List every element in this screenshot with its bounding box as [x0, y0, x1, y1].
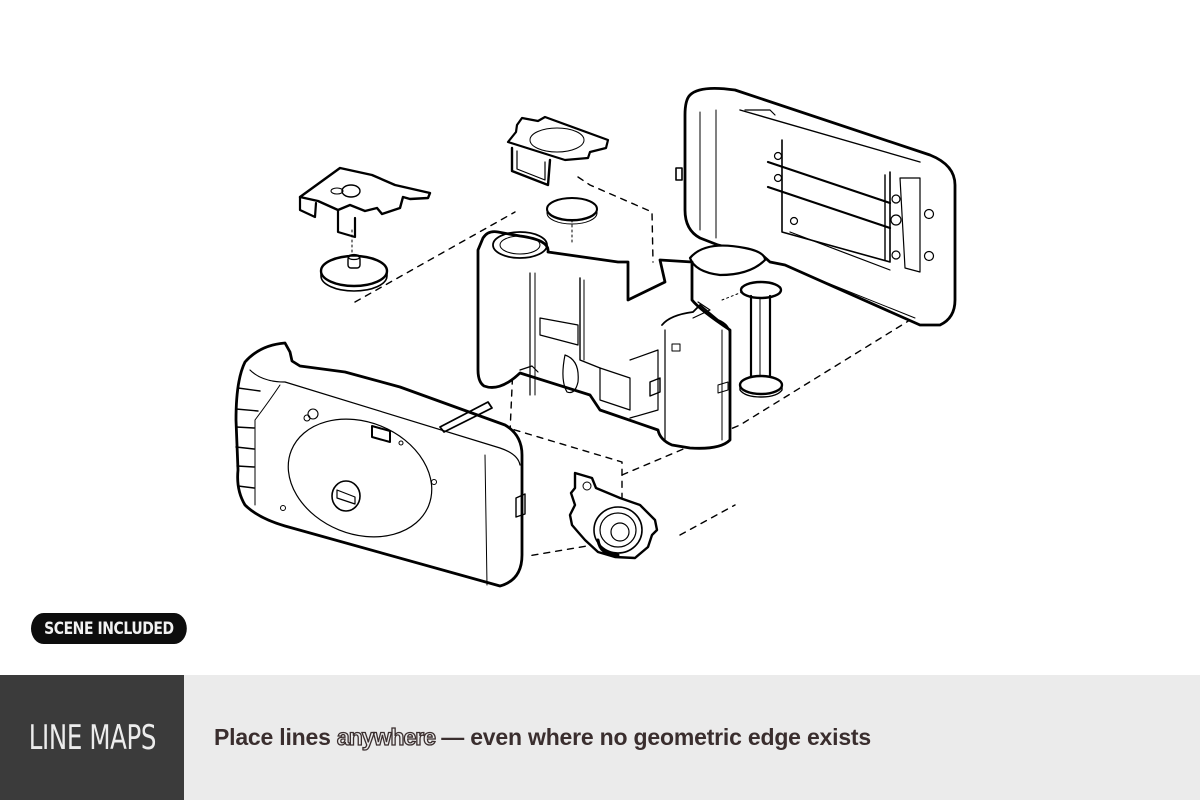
front-housing [234, 341, 526, 588]
line-drawing [234, 86, 957, 588]
tagline: Place lines anywhere — even where no geo… [214, 723, 871, 751]
exploded-camera-illustration [234, 86, 957, 588]
tagline-before: Place lines [214, 724, 337, 750]
rear-housing [675, 86, 957, 327]
badge-label: SCENE INCLUDED [44, 618, 174, 639]
film-spool [738, 280, 784, 398]
viewfinder-plate [506, 115, 610, 187]
footer-title: LINE MAPS [28, 717, 156, 758]
inner-chassis [476, 230, 732, 450]
lens-assembly [568, 471, 659, 560]
shutter-disc [546, 197, 598, 225]
tagline-emphasis: anywhere [336, 723, 436, 750]
scene-included-badge: SCENE INCLUDED [31, 613, 187, 644]
top-bracket [298, 166, 432, 239]
footer-title-panel: LINE MAPS [0, 675, 184, 800]
tagline-after: — even where no geometric edge exists [435, 724, 871, 750]
film-advance-wheel [319, 253, 389, 292]
footer-tagline-panel: Place lines anywhere — even where no geo… [184, 675, 1200, 800]
footer-banner: LINE MAPS Place lines anywhere — even wh… [0, 675, 1200, 800]
